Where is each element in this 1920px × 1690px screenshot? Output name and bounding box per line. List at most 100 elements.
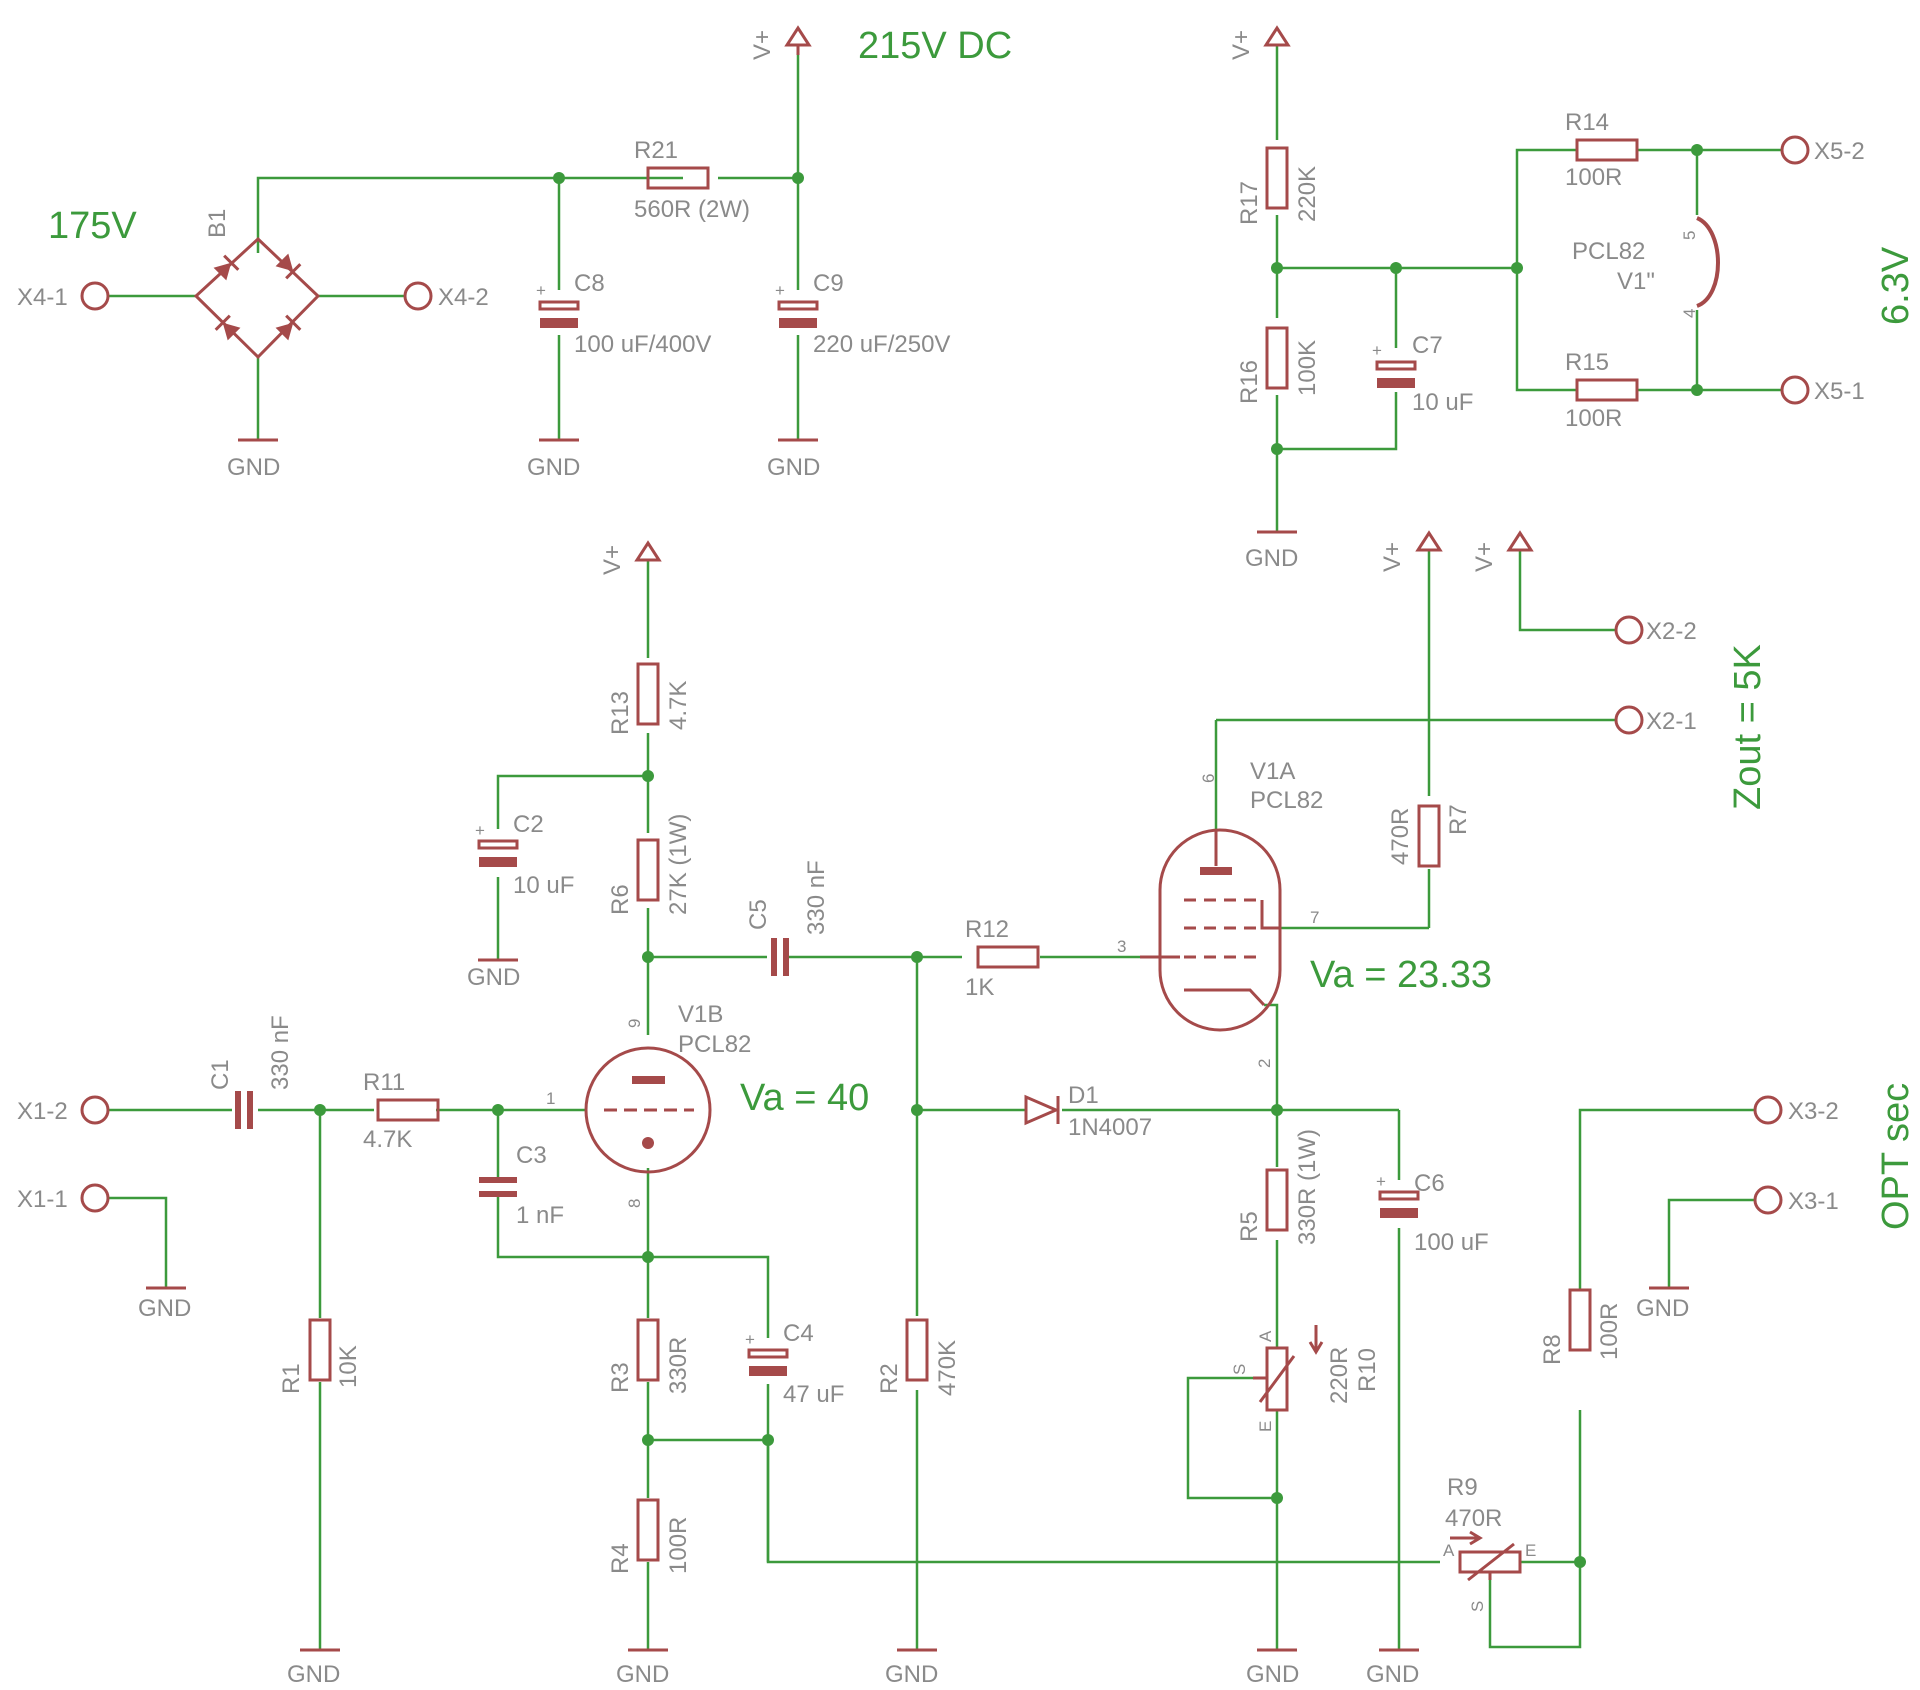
c3-value: 1 nF [516,1202,564,1229]
v1b-type: PCL82 [678,1031,751,1058]
v1b-name: V1B [678,1001,723,1028]
ground-label: GND [1366,1661,1419,1688]
d1-name: D1 [1068,1082,1099,1109]
connector-label: X5-1 [1814,378,1865,405]
r8-value: 100R [1596,1303,1623,1360]
r13-name: R13 [607,691,634,735]
c6-value: 100 uF [1414,1229,1489,1256]
pin-label: S [1230,1364,1249,1375]
pin-label: A [1443,1541,1455,1560]
r4-name: R4 [607,1543,634,1574]
connectors: X4-1 X4-2 X5-2 X5-1 X2-2 X2-1 X1-2 X1-1 … [17,135,1865,1215]
note-215v-dc: 215V DC [858,25,1012,67]
connector-label: X4-2 [438,284,489,311]
pin-label: 7 [1310,908,1319,927]
r8-name: R8 [1539,1334,1566,1365]
r7-name: R7 [1445,804,1472,835]
junction-dots [314,144,1703,1568]
c8-name: C8 [574,270,605,297]
connector-label: X4-1 [17,284,68,311]
c7-name: C7 [1412,332,1443,359]
r10-value: 220R [1326,1347,1353,1404]
connector-label: X1-2 [17,1098,68,1125]
r3-name: R3 [607,1362,634,1393]
r21-name: R21 [634,137,678,164]
ground-label: GND [227,454,280,481]
ground-label: GND [885,1661,938,1688]
r13-value: 4.7K [665,681,692,730]
supply-arrow [634,540,662,562]
bridge-rectifier-b1: B1 [193,209,321,360]
trimmer-r9: A E S R9 470R [1443,1474,1536,1612]
r16-value: 100K [1294,340,1321,396]
pin-label: 4 [1680,309,1699,318]
ground-label: GND [138,1295,191,1322]
annotations: 215V DC 175V 6.3V Zout = 5K Va = 23.33 V… [48,25,1917,1230]
r10-name: R10 [1354,1348,1381,1392]
c2-value: 10 uF [513,872,574,899]
r5-name: R5 [1236,1211,1263,1242]
pin-label: 6 [1199,774,1218,783]
r14-name: R14 [1565,109,1609,136]
plus-sign: + [745,1330,755,1349]
note-175v: 175V [48,205,137,247]
r1-name: R1 [278,1363,305,1394]
note-zout: Zout = 5K [1727,644,1769,810]
pin-label: 8 [625,1199,644,1208]
r12-name: R12 [965,916,1009,943]
c3-name: C3 [516,1142,547,1169]
d1-value: 1N4007 [1068,1114,1152,1141]
r1-value: 10K [335,1345,362,1388]
supply-label: V+ [599,545,626,575]
r12-value: 1K [965,974,994,1001]
supply-label: V+ [749,30,776,60]
supply-label: V+ [1471,542,1498,572]
note-va-v1a: Va = 23.33 [1310,954,1492,996]
supply-arrow [1506,530,1534,552]
ground-label: GND [616,1661,669,1688]
connector-label: X3-2 [1788,1098,1839,1125]
ground-label: GND [467,964,520,991]
b1-label: B1 [204,209,231,238]
r17-name: R17 [1236,181,1263,225]
connector-label: X5-2 [1814,138,1865,165]
v1a-type: PCL82 [1250,787,1323,814]
r15-name: R15 [1565,349,1609,376]
c5-name: C5 [745,899,772,930]
r2-value: 470K [934,1340,961,1396]
r6-value: 27K (1W) [665,814,692,915]
r5-value: 330R (1W) [1294,1129,1321,1245]
resistors: R21 560R (2W) R17 220K R16 100K R14 100R… [278,109,1639,1574]
pin-label: E [1525,1541,1536,1560]
ground-label: GND [1245,545,1298,572]
r4-value: 100R [665,1517,692,1574]
ground-label: GND [767,454,820,481]
diode-d1: D1 1N4007 [1024,1082,1152,1141]
supply-label: V+ [1379,542,1406,572]
supply-arrow [1415,530,1443,552]
supply-symbols: V+ V+ V+ V+ V+ [599,25,1534,575]
r9-value: 470R [1445,1505,1502,1532]
r6-name: R6 [607,884,634,915]
c6-name: C6 [1414,1170,1445,1197]
c8-value: 100 uF/400V [574,331,711,358]
r7-value: 470R [1387,808,1414,865]
ground-label: GND [1636,1295,1689,1322]
heater-v1: 5 4 PCL82 V1" [1572,216,1720,318]
connector-label: X1-1 [17,1186,68,1213]
pentode-v1a: 6 7 3 2 V1A PCL82 [1117,758,1323,1068]
ground-label: GND [287,1661,340,1688]
r11-name: R11 [363,1069,405,1096]
connector-label: X2-1 [1646,708,1697,735]
supply-arrow [1263,25,1291,47]
pin-label: A [1256,1330,1275,1342]
r16-name: R16 [1236,360,1263,404]
r2-name: R2 [876,1363,903,1394]
r14-value: 100R [1565,164,1622,191]
r11-value: 4.7K [363,1126,412,1153]
c4-value: 47 uF [783,1381,844,1408]
heater-type: PCL82 [1572,238,1645,265]
c9-name: C9 [813,270,844,297]
r17-value: 220K [1294,166,1321,222]
